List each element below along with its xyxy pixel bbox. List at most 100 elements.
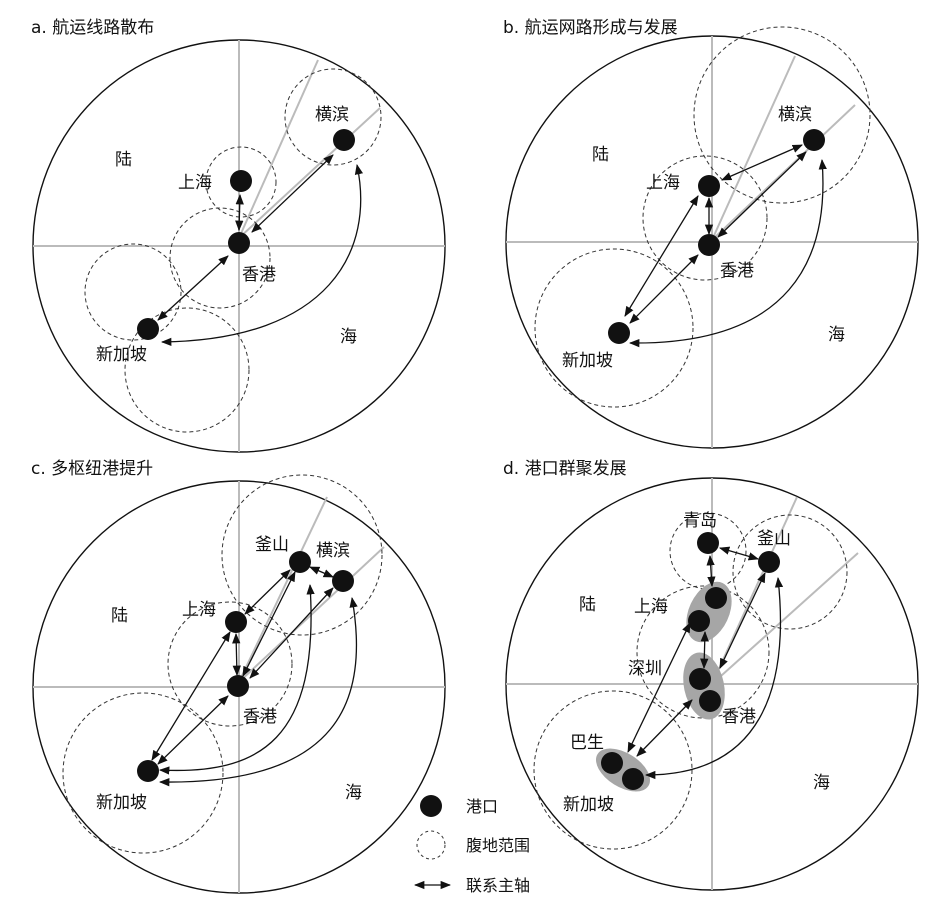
axis-hongkong-singapore bbox=[157, 255, 229, 321]
port-marker-hongkong bbox=[227, 675, 249, 697]
port-label-busan: 釜山 bbox=[757, 529, 791, 549]
legend-hinterland-label: 腹地范围 bbox=[466, 836, 530, 855]
legend-port-icon bbox=[420, 795, 442, 817]
port-marker-shanghai bbox=[230, 170, 252, 192]
port-marker-busan bbox=[289, 551, 311, 573]
connection-axes bbox=[151, 566, 358, 787]
port-marker-hongkong bbox=[228, 232, 250, 254]
hinterland-yokohama bbox=[284, 68, 382, 166]
hinterland-singapore-west bbox=[84, 243, 182, 341]
panel-a: a. 航运线路散布 陆 海 横滨 上海 香港 新加坡 bbox=[31, 18, 446, 453]
ports bbox=[137, 129, 355, 340]
axis-singapore-yokohama bbox=[158, 596, 358, 787]
port-marker-hongkong bbox=[698, 234, 720, 256]
cluster-shanghai bbox=[686, 581, 732, 643]
axis-shanghai-yokohama bbox=[721, 144, 803, 181]
hinterland-yokohama bbox=[693, 26, 871, 204]
port-label-busan: 釜山 bbox=[255, 535, 289, 555]
port-marker-singapore bbox=[137, 318, 159, 340]
legend-hinterland-icon bbox=[416, 830, 446, 860]
port-label-singapore: 新加坡 bbox=[96, 793, 147, 813]
panel-title: a. 航运线路散布 bbox=[31, 18, 154, 38]
port-label-qingdao: 青岛 bbox=[683, 511, 717, 531]
port-marker-shenzhen bbox=[689, 668, 711, 690]
sea-label: 海 bbox=[828, 325, 845, 345]
port-label-shanghai: 上海 bbox=[182, 600, 216, 620]
hinterland-singapore-south bbox=[124, 307, 250, 433]
port-label-singapore: 新加坡 bbox=[96, 345, 147, 365]
hinterland-busan-yokohama bbox=[221, 474, 383, 636]
diagonal-axis bbox=[711, 552, 859, 685]
port-marker-hongkong bbox=[699, 690, 721, 712]
panel-c: c. 多枢纽港提升 陆 海 釜山 横滨 上海 香港 新加坡 bbox=[31, 459, 446, 894]
sea-label: 海 bbox=[340, 327, 357, 347]
axis-qingdao-busan bbox=[719, 546, 759, 561]
port-label-shanghai: 上海 bbox=[178, 173, 212, 193]
port-label-hongkong: 香港 bbox=[722, 707, 756, 727]
axis-singapore-yokohama bbox=[160, 163, 364, 347]
port-label-shanghai: 上海 bbox=[646, 173, 680, 193]
diagonal-axis bbox=[711, 55, 796, 241]
land-label: 陆 bbox=[111, 606, 128, 626]
port-label-hongkong: 香港 bbox=[720, 261, 754, 281]
axis-shanghai-hongkong bbox=[232, 632, 241, 677]
hinterland-ranges bbox=[534, 26, 871, 408]
sea-label: 海 bbox=[813, 773, 830, 793]
axis-shanghai-singapore bbox=[151, 631, 231, 761]
port-marker-yokohama bbox=[333, 129, 355, 151]
port-label-yokohama: 横滨 bbox=[316, 541, 350, 561]
legend-port-label: 港口 bbox=[466, 797, 498, 816]
port-label-yokohama: 横滨 bbox=[778, 105, 812, 125]
port-label-singapore: 新加坡 bbox=[563, 795, 614, 815]
port-marker-singapore bbox=[137, 760, 159, 782]
port-marker-shanghai-2 bbox=[688, 610, 710, 632]
port-marker-klang bbox=[601, 752, 623, 774]
diagonal-axis bbox=[711, 104, 856, 241]
ports bbox=[137, 551, 354, 782]
axis-busan-yokohama bbox=[309, 566, 334, 578]
port-label-yokohama: 横滨 bbox=[315, 105, 349, 125]
axis-hongkong-singapore bbox=[629, 254, 699, 324]
land-label: 陆 bbox=[115, 150, 132, 170]
port-marker-singapore bbox=[608, 322, 630, 344]
port-marker-shanghai bbox=[698, 175, 720, 197]
port-marker-qingdao bbox=[697, 532, 719, 554]
panel-title: d. 港口群聚发展 bbox=[503, 459, 627, 479]
port-marker-singapore bbox=[622, 768, 644, 790]
port-label-hongkong: 香港 bbox=[243, 707, 277, 727]
axis-shenzhen-klang bbox=[636, 699, 693, 757]
panel-title: b. 航运网路形成与发展 bbox=[503, 18, 678, 38]
connection-axes bbox=[627, 546, 784, 780]
port-marker-shanghai bbox=[225, 611, 247, 633]
panel-b: b. 航运网路形成与发展 陆 海 横滨 上海 香港 新加坡 bbox=[503, 18, 919, 449]
axis-singapore-busan bbox=[644, 576, 784, 780]
connection-axes bbox=[624, 144, 827, 348]
connection-axes bbox=[157, 154, 364, 347]
port-label-hongkong: 香港 bbox=[242, 265, 276, 285]
axis-hongkong-busan bbox=[242, 571, 296, 677]
port-label-klang: 巴生 bbox=[570, 733, 604, 753]
port-marker-shanghai-1 bbox=[705, 587, 727, 609]
axis-singapore-yokohama bbox=[628, 158, 827, 348]
port-label-singapore: 新加坡 bbox=[562, 351, 613, 371]
diagonal-axis bbox=[238, 59, 319, 239]
ports bbox=[608, 129, 825, 344]
port-label-shanghai: 上海 bbox=[634, 597, 668, 617]
port-label-shenzhen: 深圳 bbox=[628, 659, 662, 679]
axis-hongkong-yokohama bbox=[717, 151, 807, 238]
port-marker-yokohama bbox=[332, 570, 354, 592]
land-label: 陆 bbox=[592, 145, 609, 165]
legend-axis-label: 联系主轴 bbox=[466, 876, 530, 895]
axis-shanghai-busan bbox=[244, 569, 291, 615]
port-marker-yokohama bbox=[803, 129, 825, 151]
axis-hongkong-singapore bbox=[157, 695, 229, 765]
sea-label: 海 bbox=[345, 783, 362, 803]
panel-d: d. 港口群聚发展 陆 海 青岛 釜山 上海 深圳 香港 巴生 新加坡 bbox=[503, 459, 919, 891]
axis-shanghai-klang bbox=[627, 622, 691, 753]
legend: 港口 腹地范围 联系主轴 bbox=[413, 795, 530, 895]
axis-hongkong-yokohama bbox=[251, 154, 334, 233]
hinterland-busan bbox=[732, 514, 848, 630]
land-label: 陆 bbox=[579, 595, 596, 615]
ports bbox=[601, 532, 780, 790]
